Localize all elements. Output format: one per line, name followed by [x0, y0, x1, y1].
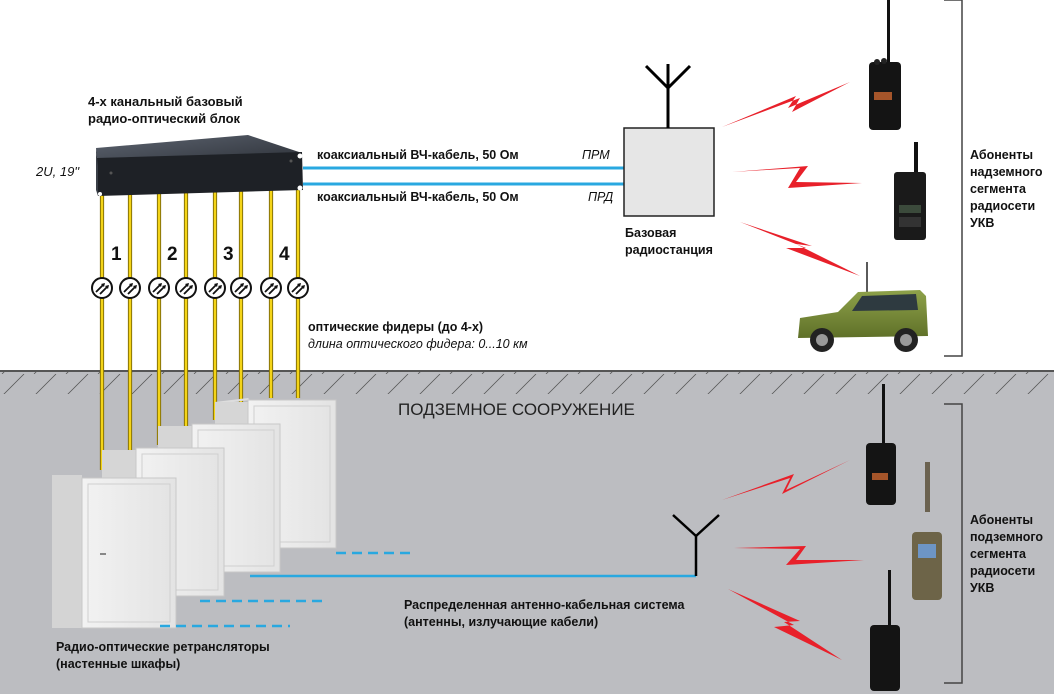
handheld-radio-icon	[894, 142, 926, 240]
optical-feeders-length: длина оптического фидера: 0...10 км	[308, 337, 528, 351]
das-cables	[160, 551, 696, 628]
das-label-line1: Распределенная антенно-кабельная система	[404, 598, 685, 612]
underground-subscribers-line3: сегмента	[970, 547, 1026, 561]
surface-subscribers-line3: сегмента	[970, 182, 1026, 196]
radio-link-icon	[722, 460, 850, 500]
repeaters-label-line2: (настенные шкафы)	[56, 657, 181, 671]
underground-bracket	[944, 403, 963, 684]
base-unit-title-line1: 4-х канальный базовый	[88, 94, 243, 109]
channel-label: 1	[111, 244, 122, 265]
optical-converter-icon	[230, 277, 252, 299]
radio-link-icon	[728, 589, 842, 660]
optical-converter-icon	[287, 277, 309, 299]
base-unit-form-factor: 2U, 19''	[36, 164, 80, 179]
underground-title: ПОДЗЕМНОЕ СООРУЖЕНИЕ	[398, 400, 635, 419]
channel-label: 3	[223, 244, 234, 265]
base-unit-icon	[96, 135, 303, 196]
optical-converter-icon	[148, 277, 170, 299]
handheld-radio-icon	[869, 0, 901, 130]
optical-feeders-title: оптические фидеры (до 4-х)	[308, 320, 484, 334]
underground-subscribers-line1: Абоненты	[970, 513, 1034, 527]
das-label-line2: (антенны, излучающие кабели)	[404, 615, 599, 629]
vehicle-icon	[798, 262, 928, 352]
optical-converter-icon	[175, 277, 197, 299]
das-antenna-icon	[672, 514, 720, 576]
handheld-radio-icon	[912, 462, 942, 600]
underground-subscribers-line5: УКВ	[970, 581, 995, 595]
channel-label: 2	[167, 244, 178, 265]
port-tx-label: ПРД	[588, 190, 614, 204]
ground-hatch	[0, 372, 1054, 394]
optical-converter-icon	[91, 277, 113, 299]
optical-converter-icon	[204, 277, 226, 299]
surface-bracket	[944, 0, 963, 357]
base-station-label-line1: Базовая	[625, 226, 677, 240]
base-unit-title-line2: радио-оптический блок	[88, 111, 241, 126]
port-rx-label: ПРМ	[582, 148, 610, 162]
handheld-radio-icon	[866, 384, 896, 505]
surface-subscribers-line2: надземного	[970, 165, 1043, 179]
channel-label: 4	[279, 244, 290, 265]
surface-subscribers-label: Абоненты надземного сегмента радиосети У…	[970, 147, 1043, 232]
ground-line	[0, 370, 1054, 372]
underground-radio-links	[722, 460, 864, 660]
coax-label-bottom: коаксиальный ВЧ-кабель, 50 Ом	[317, 190, 519, 204]
coax-label-top: коаксиальный ВЧ-кабель, 50 Ом	[317, 148, 519, 162]
radio-link-icon	[734, 546, 864, 565]
radio-link-icon	[722, 82, 850, 127]
coax-cables	[303, 166, 624, 186]
surface-subscribers-line5: УКВ	[970, 216, 995, 230]
underground-subscribers-line2: подземного	[970, 530, 1044, 544]
optical-converter-icon	[260, 277, 282, 299]
handheld-radio-icon	[870, 570, 900, 691]
radio-link-icon	[740, 222, 860, 276]
base-station-label-line2: радиостанция	[625, 243, 713, 257]
radio-link-icon	[732, 166, 862, 188]
underground-subscribers-line4: радиосети	[970, 564, 1036, 578]
repeater-cabinet-icon	[52, 475, 177, 629]
base-station-icon	[623, 64, 715, 217]
surface-radio-links	[722, 82, 862, 276]
surface-subscribers-line1: Абоненты	[970, 148, 1034, 162]
underground-subscribers-label: Абоненты подземного сегмента радиосети У…	[970, 512, 1043, 597]
repeaters-label-line1: Радио-оптические ретрансляторы	[56, 640, 270, 654]
optical-converters	[91, 277, 309, 299]
optical-converter-icon	[119, 277, 141, 299]
surface-subscribers-line4: радиосети	[970, 199, 1036, 213]
